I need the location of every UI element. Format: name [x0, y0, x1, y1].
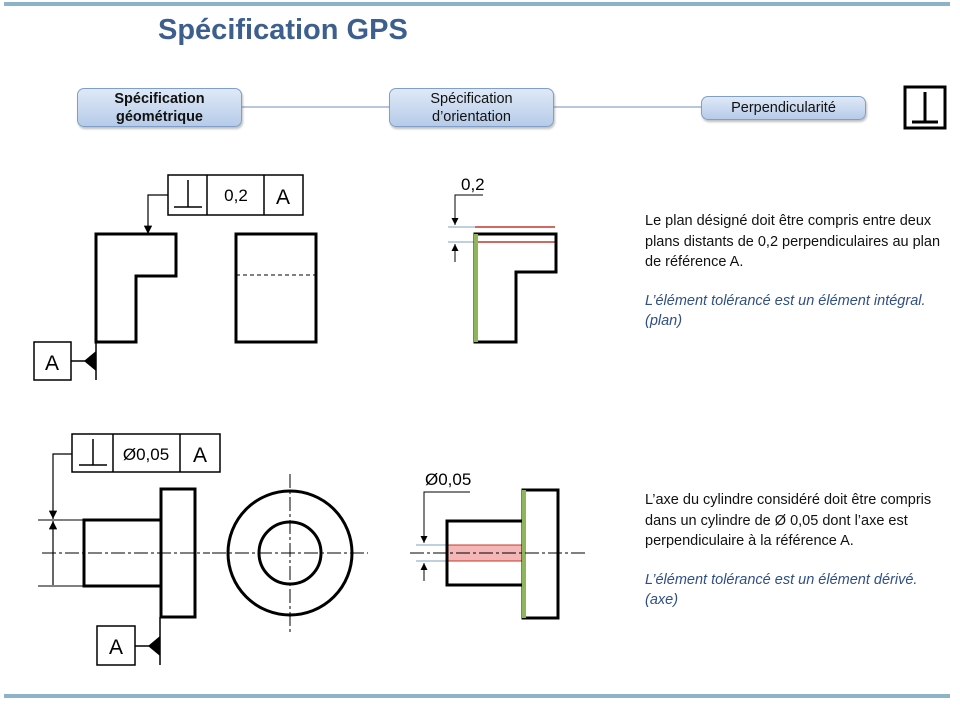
- zone-2-value: Ø0,05: [425, 470, 471, 489]
- part-1-side-view: [234, 232, 318, 344]
- cylinder-side-view: [212, 474, 368, 632]
- breadcrumb-specification-geometrique[interactable]: Spécification géométrique: [77, 88, 242, 127]
- perpendicularity-icon: [174, 180, 202, 208]
- leader-line-2: [48, 453, 72, 519]
- datum-1-label: A: [45, 352, 59, 375]
- description-2-text: L’axe du cylindre considéré doit être co…: [645, 492, 932, 549]
- description-1-text: Le plan désigné doit être compris entre …: [645, 213, 941, 270]
- page-title: Spécification GPS: [158, 14, 408, 46]
- frame-1-tolerance: 0,2: [224, 186, 248, 205]
- zone-1-value: 0,2: [461, 175, 485, 194]
- breadcrumb-specification-orientation[interactable]: Spécification d’orientation: [389, 88, 554, 127]
- description-2: L’axe du cylindre considéré doit être co…: [645, 490, 935, 611]
- leader-line-1: [143, 194, 168, 234]
- top-rule: [4, 2, 950, 6]
- bottom-rule: [4, 694, 950, 698]
- datum-2-label: A: [109, 636, 123, 659]
- description-2-note: L’élément tolérancé est un élément dériv…: [645, 571, 918, 609]
- perpendicularity-icon: [903, 85, 947, 130]
- description-1-note: L’élément tolérancé est un élément intég…: [645, 292, 926, 330]
- frame-2-datum: A: [193, 444, 207, 467]
- feature-control-frame-2: Ø0,05 A: [71, 433, 221, 473]
- datum-feature-1: A: [33, 341, 97, 381]
- part-1-profile: [473, 232, 558, 344]
- cylinder-flange-profile: [521, 488, 560, 620]
- feature-control-frame-1: 0,2 A: [167, 174, 304, 216]
- frame-2-tolerance: Ø0,05: [123, 445, 169, 464]
- tolerance-zone-2: Ø0,05: [410, 470, 585, 620]
- tolerance-zone-1: 0,2: [448, 175, 558, 344]
- breadcrumb-perpendicularite[interactable]: Perpendicularité: [701, 96, 866, 120]
- part-1-front-view: [94, 232, 178, 344]
- perpendicularity-icon: [79, 439, 107, 466]
- datum-feature-2: A: [96, 617, 161, 666]
- frame-1-datum: A: [276, 186, 290, 209]
- description-1: Le plan désigné doit être compris entre …: [645, 211, 950, 332]
